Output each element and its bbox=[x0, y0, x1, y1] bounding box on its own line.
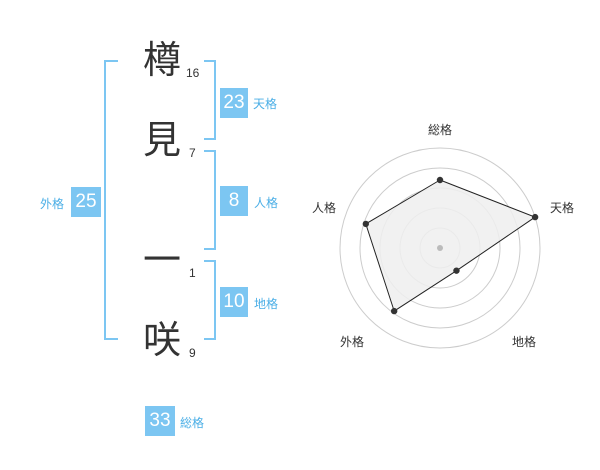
radar-point bbox=[453, 267, 460, 274]
radar-axis-label-soukaku: 総格 bbox=[428, 122, 452, 137]
gaikaku-bracket bbox=[104, 60, 118, 340]
radar-points bbox=[362, 176, 539, 315]
radar-center-dot bbox=[437, 245, 443, 251]
stroke-count-1: 16 bbox=[186, 66, 200, 80]
name-char-4: 咲 bbox=[142, 318, 181, 362]
stroke-count-2: 7 bbox=[189, 146, 196, 160]
jinkaku-score-badge: 8 bbox=[220, 186, 248, 216]
stroke-count-4: 9 bbox=[189, 346, 196, 360]
tenkaku-bracket bbox=[204, 60, 216, 140]
radar-axis-label-gaikaku: 外格 bbox=[340, 334, 364, 349]
soukaku-label: 総格 bbox=[180, 416, 205, 430]
radar-chart: 総格 天格 地格 外格 人格 bbox=[312, 122, 574, 349]
radar-point bbox=[531, 213, 539, 221]
chikaku-score-badge: 10 bbox=[220, 287, 248, 317]
name-char-1: 樽 bbox=[142, 38, 181, 82]
radar-axis-label-chikaku: 地格 bbox=[512, 334, 536, 349]
radar-point bbox=[390, 307, 398, 315]
jinkaku-label: 人格 bbox=[254, 196, 279, 210]
chikaku-bracket bbox=[204, 260, 216, 340]
soukaku-score-badge: 33 bbox=[145, 406, 175, 436]
chikaku-label: 地格 bbox=[254, 297, 279, 311]
name-char-3: 一 bbox=[142, 238, 181, 282]
tenkaku-label: 天格 bbox=[253, 97, 278, 111]
gaikaku-label: 外格 bbox=[40, 197, 65, 211]
radar-point bbox=[362, 220, 370, 228]
radar-ring bbox=[359, 167, 521, 329]
radar-point bbox=[436, 176, 444, 184]
tenkaku-score-badge: 23 bbox=[220, 88, 248, 118]
radar-axis-label-jinkaku: 人格 bbox=[312, 200, 336, 215]
gaikaku-score-badge: 25 bbox=[71, 187, 101, 217]
stroke-count-3: 1 bbox=[189, 266, 196, 280]
jinkaku-bracket bbox=[204, 150, 216, 250]
radar-value-polygon bbox=[365, 179, 537, 312]
radar-axis-label-tenkaku: 天格 bbox=[550, 200, 574, 215]
name-char-2: 見 bbox=[142, 118, 181, 162]
